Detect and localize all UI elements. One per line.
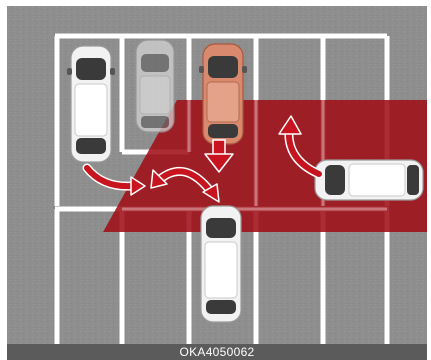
parking-lot-scene: [7, 6, 427, 344]
car-highlighted-reversing: [199, 44, 247, 144]
car-crossing-right: [315, 160, 423, 200]
car-crossing-bottom: [201, 206, 241, 322]
car-parked-left: [67, 46, 115, 162]
figure-code: OKA4050062: [7, 344, 427, 360]
car-parked-gray: [136, 40, 174, 132]
